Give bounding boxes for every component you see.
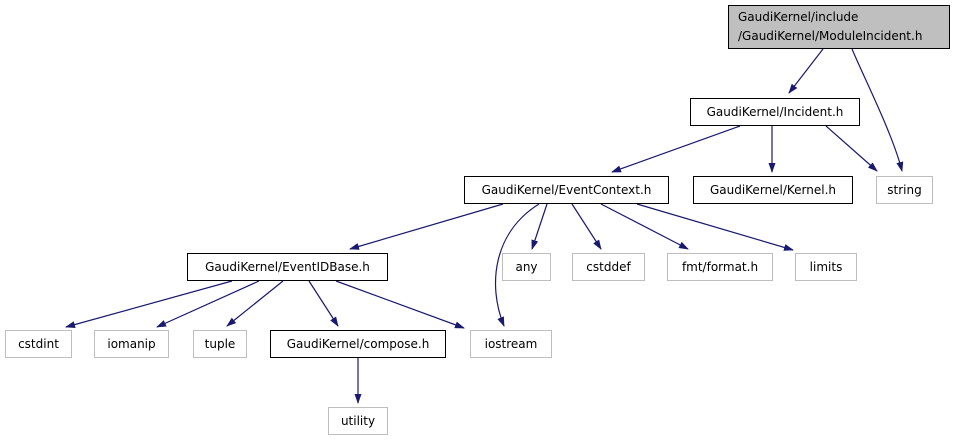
node-cstdint: cstdint xyxy=(5,330,72,358)
node-module-incident-line1: GaudiKernel/include xyxy=(738,10,859,24)
edge-event_id_base-to-cstdint xyxy=(65,280,233,328)
node-tuple: tuple xyxy=(193,330,247,358)
node-limits: limits xyxy=(795,253,857,281)
node-string: string xyxy=(876,176,933,204)
edge-event_context-to-limits xyxy=(636,203,794,251)
edge-event_context-to-iostream xyxy=(494,203,540,327)
node-any: any xyxy=(502,253,551,281)
node-compose[interactable]: GaudiKernel/compose.h xyxy=(270,330,446,358)
edge-module_incident-to-string xyxy=(851,48,904,172)
edge-incident-to-string xyxy=(825,125,878,172)
node-incident[interactable]: GaudiKernel/Incident.h xyxy=(690,98,860,126)
node-iomanip: iomanip xyxy=(94,330,169,358)
node-fmt-format: fmt/format.h xyxy=(667,253,773,281)
node-event-context[interactable]: GaudiKernel/EventContext.h xyxy=(464,176,669,204)
edge-event_id_base-to-compose xyxy=(308,280,339,327)
edge-event_context-to-event_id_base xyxy=(349,203,504,250)
edge-event_context-to-any xyxy=(531,203,548,250)
edge-event_id_base-to-iomanip xyxy=(156,280,260,328)
node-cstddef: cstddef xyxy=(572,253,645,281)
edge-module_incident-to-incident xyxy=(788,48,824,94)
node-module-incident: GaudiKernel/include /GaudiKernel/ModuleI… xyxy=(728,5,950,49)
node-utility: utility xyxy=(328,407,388,435)
edge-event_id_base-to-iostream xyxy=(335,280,465,329)
node-module-incident-line2: /GaudiKernel/ModuleIncident.h xyxy=(738,29,923,43)
edge-event_id_base-to-tuple xyxy=(226,280,284,327)
edge-event_context-to-fmt_format xyxy=(600,203,689,250)
edge-incident-to-event_context xyxy=(611,125,741,173)
node-iostream: iostream xyxy=(470,330,552,358)
node-kernel[interactable]: GaudiKernel/Kernel.h xyxy=(693,176,853,204)
edge-event_context-to-cstddef xyxy=(571,203,602,250)
node-event-id-base[interactable]: GaudiKernel/EventIDBase.h xyxy=(187,253,388,281)
